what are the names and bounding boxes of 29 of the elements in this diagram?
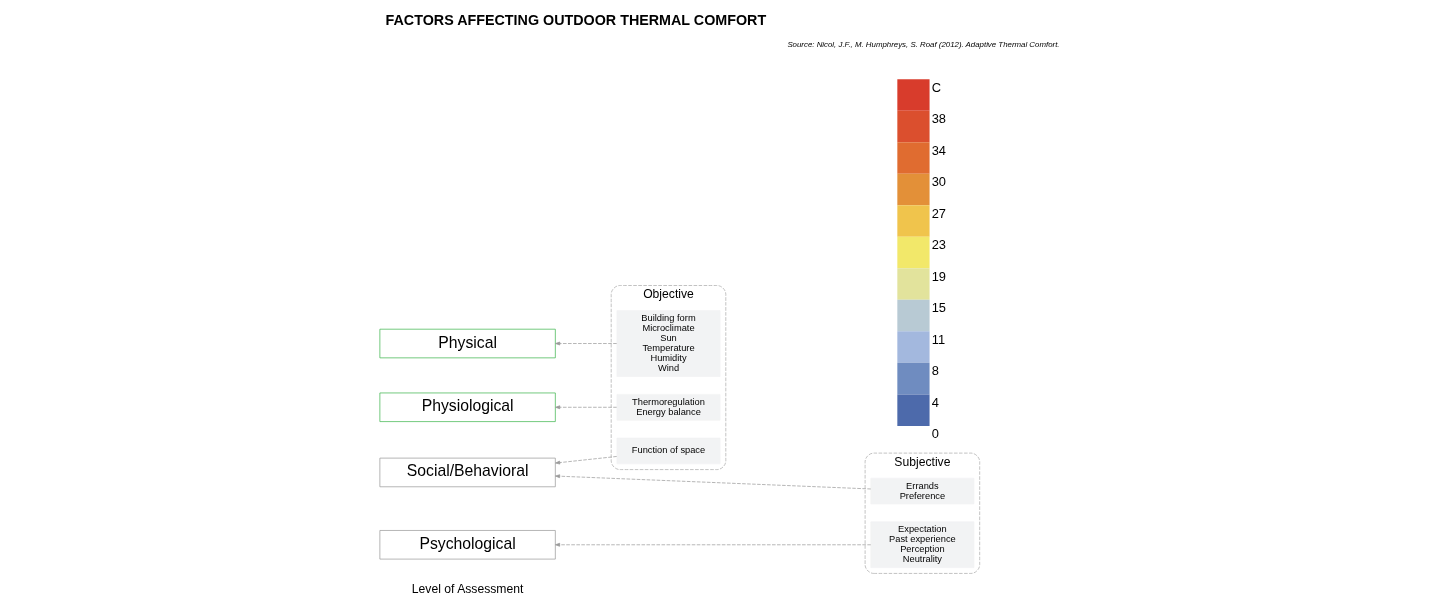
legend-label: 23 bbox=[931, 237, 947, 253]
node-box: Physiological bbox=[379, 392, 556, 422]
legend-label: 30 bbox=[931, 174, 947, 190]
legend-label: 34 bbox=[931, 142, 947, 158]
node-box: Errands Preference bbox=[870, 477, 975, 505]
legend-label: 27 bbox=[931, 205, 947, 221]
label: Level of Assessment bbox=[411, 581, 524, 596]
node-box: Social/Behavioral bbox=[379, 457, 556, 488]
node-box: Physical bbox=[379, 328, 556, 359]
legend-label: 8 bbox=[931, 363, 939, 379]
arrow bbox=[555, 341, 618, 346]
node-box: Psychological bbox=[379, 530, 556, 560]
node-box: Expectation Past experience Perception Neutrality bbox=[870, 521, 975, 569]
diagram-title: FACTORS AFFECTING OUTDOOR THERMAL COMFORT bbox=[385, 11, 767, 28]
arrow bbox=[555, 405, 618, 410]
legend-label: 19 bbox=[931, 268, 947, 284]
arrow bbox=[555, 474, 872, 490]
legend-label: 4 bbox=[931, 394, 939, 410]
legend-label: 15 bbox=[931, 300, 947, 316]
legend-label: C bbox=[931, 79, 942, 95]
arrow bbox=[555, 456, 618, 465]
caption: Source: Nicol, J.F., M. Humphreys, S. Roaf (2012). Adaptive Thermal Comfort. bbox=[787, 39, 1060, 49]
node-box: Thermoregulation Energy balance bbox=[616, 394, 721, 421]
arrow bbox=[555, 542, 872, 547]
node-box: Function of space bbox=[616, 437, 721, 465]
node-box: Building form Microclimate Sun Temperature Humidity Wind bbox=[616, 310, 721, 377]
legend-label: 38 bbox=[931, 111, 947, 127]
legend-label: 11 bbox=[931, 331, 946, 347]
label: 0 bbox=[931, 426, 939, 442]
